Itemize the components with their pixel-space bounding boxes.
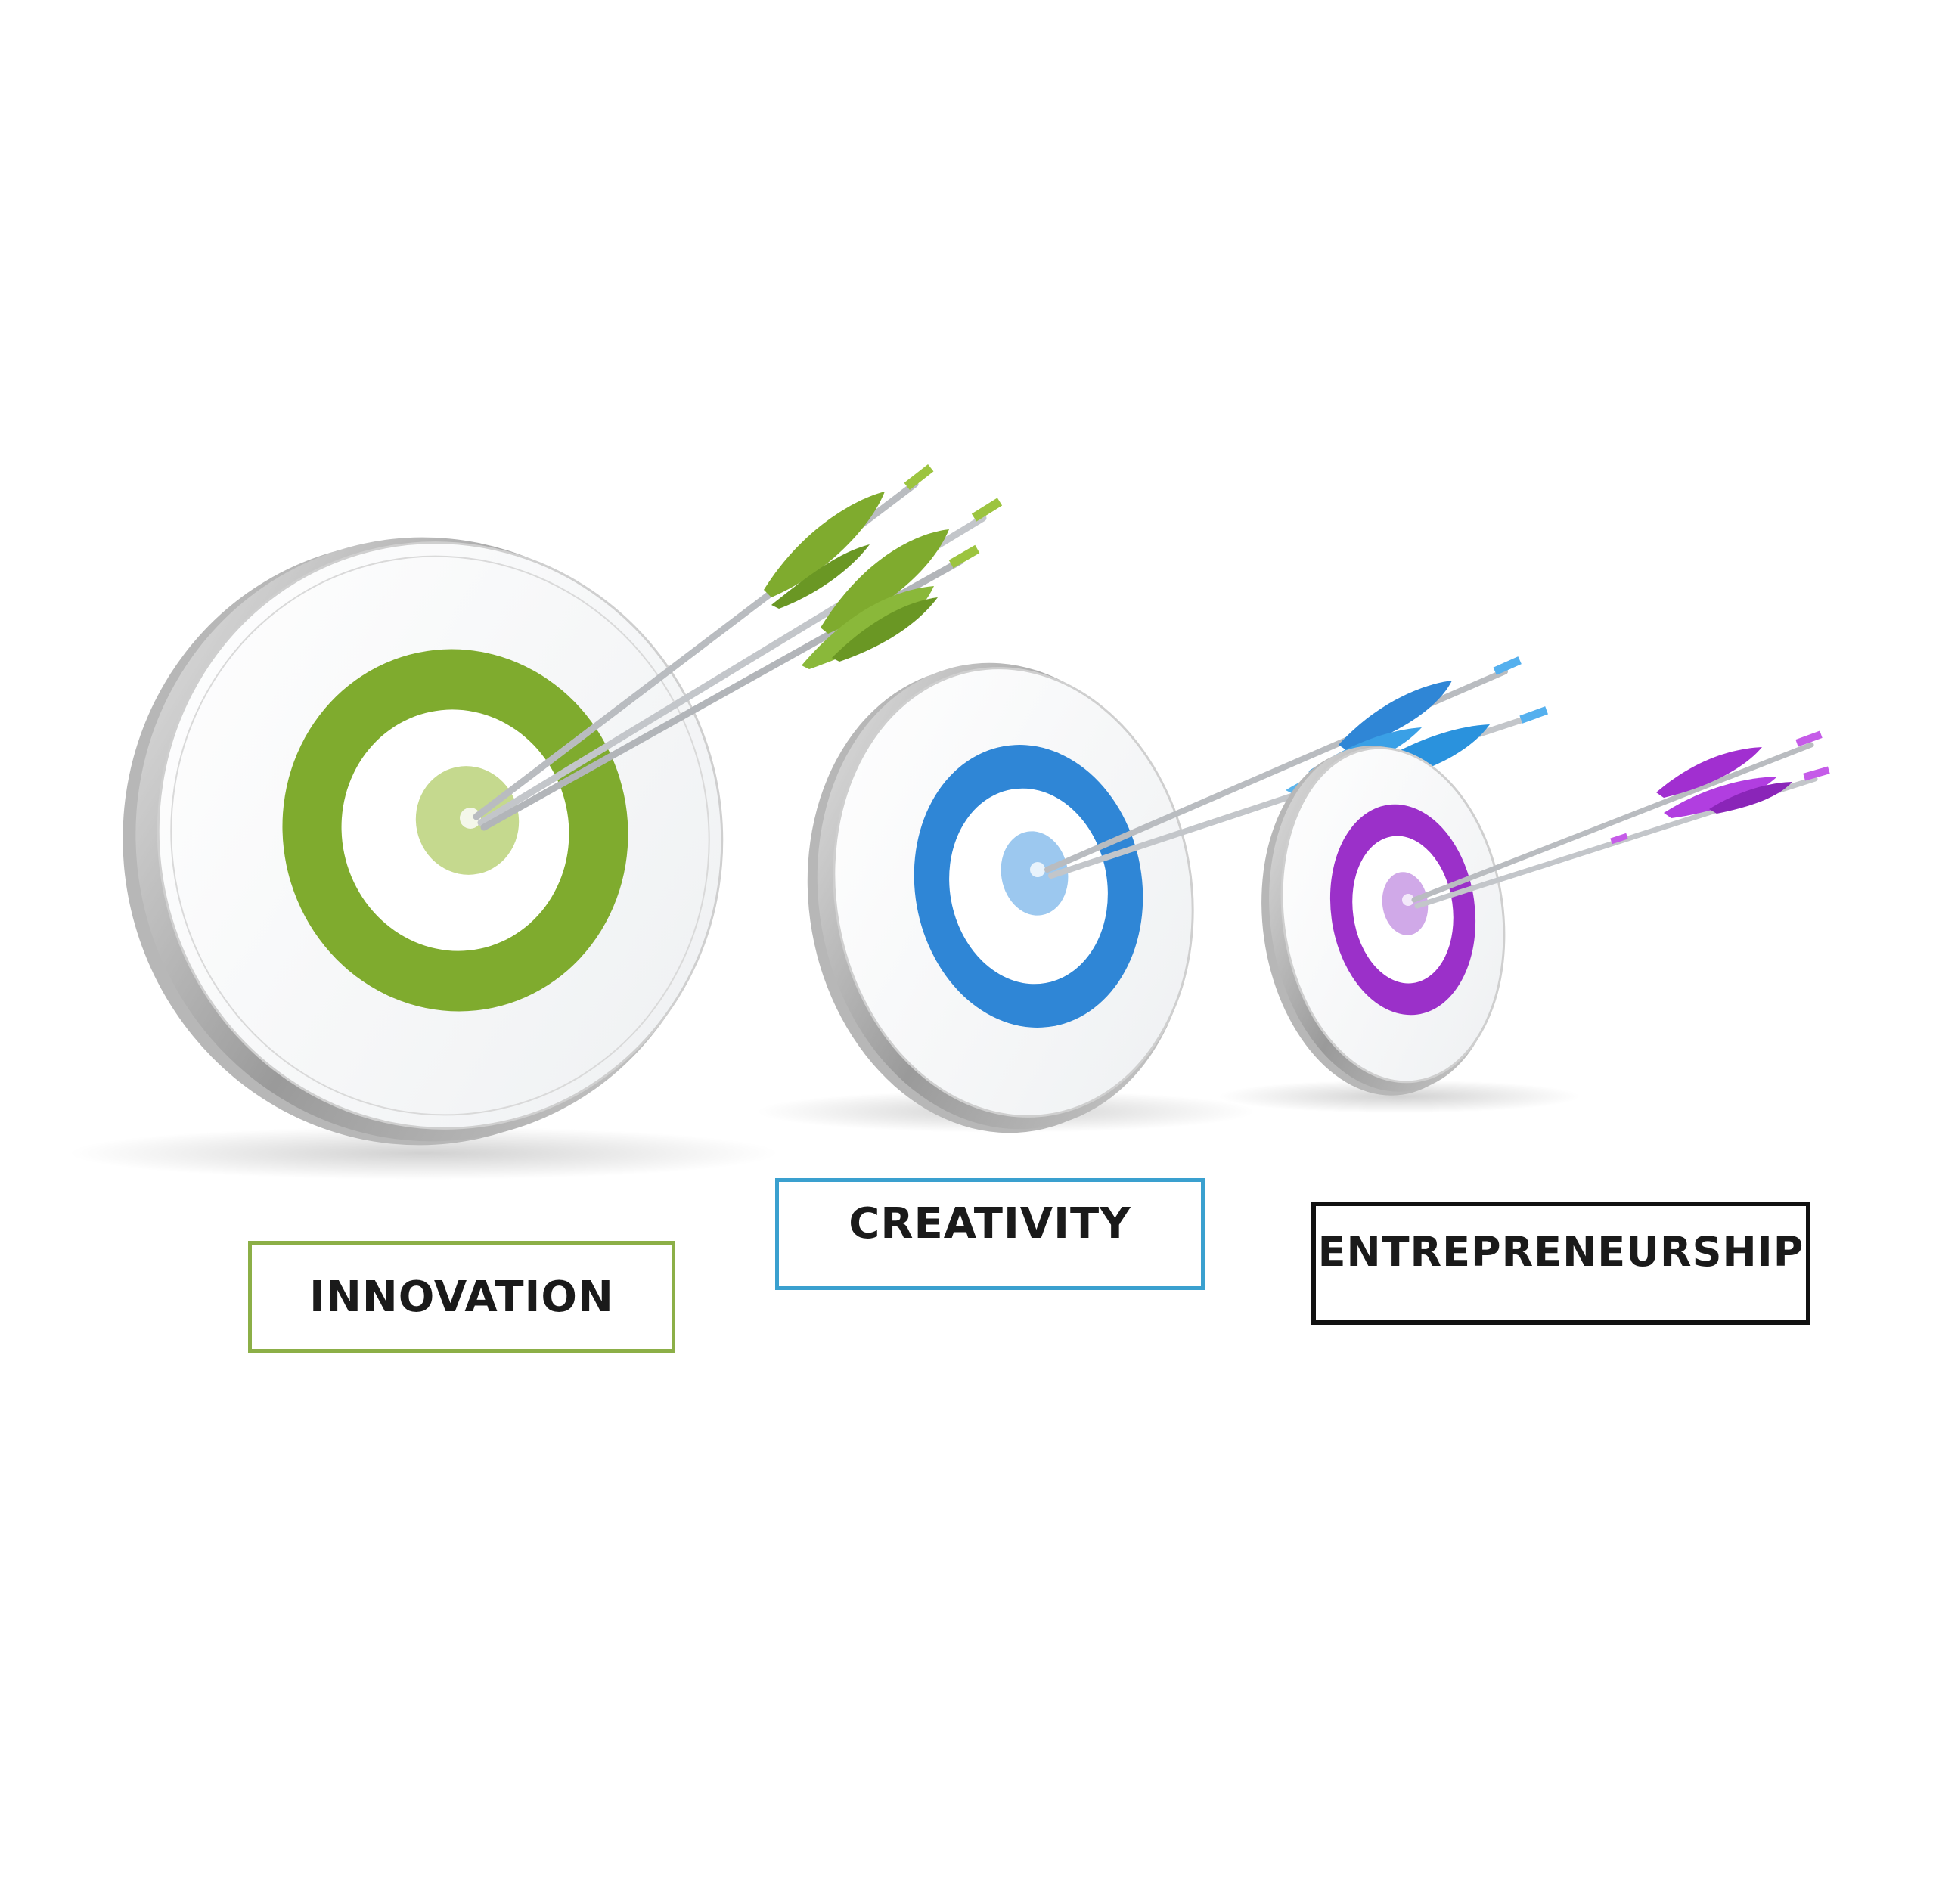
entrepreneurship-label: ENTREPRENEURSHIP (1317, 1228, 1804, 1276)
creativity-label: CREATIVITY (849, 1199, 1131, 1248)
arrow-icon (1411, 730, 1830, 909)
creativity-label-box: CREATIVITY (775, 1178, 1205, 1290)
innovation-label-box: INNOVATION (248, 1241, 675, 1353)
arrow-icon (473, 464, 1003, 831)
innovation-label: INNOVATION (309, 1272, 614, 1322)
entrepreneurship-label-box: ENTREPRENEURSHIP (1311, 1202, 1810, 1325)
target-icon (123, 537, 724, 1146)
target-icon (807, 662, 1194, 1133)
target-icon (1261, 746, 1506, 1096)
